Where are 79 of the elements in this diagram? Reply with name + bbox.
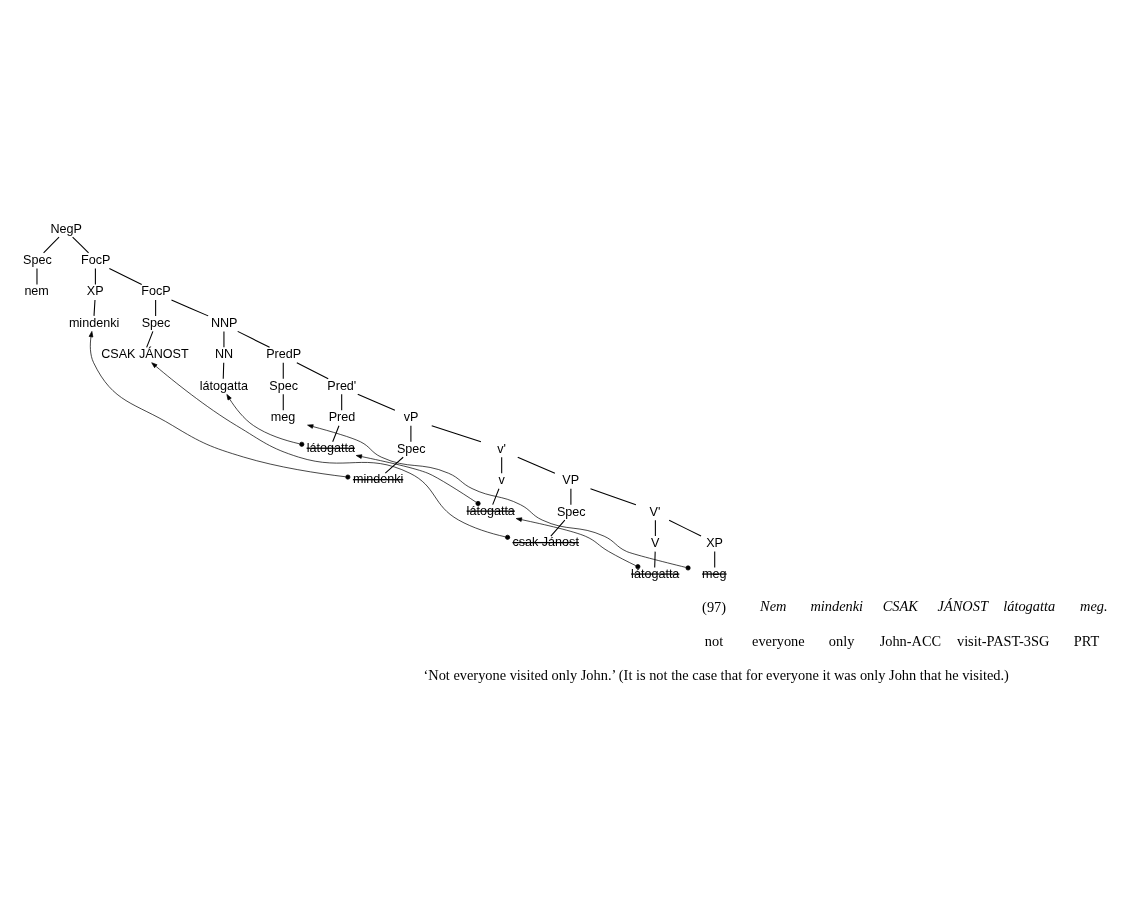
node-text: meg bbox=[270, 409, 296, 424]
connector bbox=[517, 456, 556, 474]
connector bbox=[357, 393, 396, 411]
node-text: NNP bbox=[210, 315, 238, 330]
label: not bbox=[704, 632, 724, 649]
node-text: XP bbox=[86, 283, 104, 298]
arrow bbox=[151, 361, 511, 540]
connector bbox=[93, 298, 96, 316]
connector bbox=[341, 393, 343, 411]
connector bbox=[654, 519, 656, 537]
arrow bbox=[307, 423, 691, 570]
connector bbox=[72, 235, 90, 253]
label: (97) bbox=[702, 598, 727, 615]
node-text: XP bbox=[706, 535, 723, 550]
label: everyone bbox=[752, 632, 805, 649]
connector bbox=[714, 550, 716, 568]
label: JÁNOST bbox=[937, 597, 988, 614]
label: CSAK bbox=[882, 597, 918, 614]
connector bbox=[654, 550, 656, 568]
node-text: látogatta bbox=[631, 566, 680, 581]
node-text: v' bbox=[497, 441, 506, 456]
node-text: nem bbox=[24, 283, 49, 298]
label: ‘Not everyone visited only John.’ (It is not the case that for everyone it was only John that he visited.) bbox=[423, 666, 1009, 683]
node-text: V bbox=[650, 535, 660, 550]
connector bbox=[501, 456, 503, 474]
label: meg. bbox=[1080, 597, 1108, 614]
node-text: Spec bbox=[396, 441, 426, 456]
connector bbox=[550, 519, 566, 537]
node-text: Spec bbox=[141, 315, 171, 330]
node-text: V' bbox=[649, 504, 661, 519]
connector bbox=[384, 456, 404, 474]
connector bbox=[282, 361, 284, 379]
connector bbox=[589, 487, 637, 505]
label: John-ACC bbox=[879, 632, 942, 649]
connector bbox=[146, 330, 154, 348]
label: visit-PAST-3SG bbox=[956, 632, 1050, 649]
node-text: Spec bbox=[269, 378, 298, 393]
connector bbox=[332, 424, 340, 442]
node-text: Pred' bbox=[327, 378, 357, 393]
node-text: NegP bbox=[50, 221, 82, 236]
label: látogatta bbox=[1003, 597, 1056, 614]
node-text: vP bbox=[403, 409, 419, 424]
label: only bbox=[828, 632, 855, 649]
node-text: PredP bbox=[266, 346, 302, 361]
arrow bbox=[88, 330, 351, 480]
node-text: Spec bbox=[556, 504, 586, 519]
label: mindenki bbox=[810, 597, 864, 614]
node-text: FocP bbox=[141, 283, 171, 298]
connector bbox=[296, 361, 329, 379]
node-text: Pred bbox=[328, 409, 356, 424]
node-text: látogatta bbox=[466, 503, 515, 518]
connector bbox=[94, 267, 96, 285]
arrow bbox=[355, 453, 481, 506]
connector bbox=[431, 424, 482, 442]
node-text: látogatta bbox=[306, 440, 355, 455]
node-text: FocP bbox=[81, 252, 111, 267]
node-text: v bbox=[498, 472, 505, 487]
connector bbox=[237, 330, 271, 348]
connector bbox=[170, 298, 209, 316]
node-text: NN bbox=[214, 346, 234, 361]
connector bbox=[43, 235, 60, 253]
node-text: mindenki bbox=[352, 471, 404, 486]
connector bbox=[108, 267, 143, 285]
node-text: Spec bbox=[23, 252, 52, 267]
label: PRT bbox=[1073, 632, 1100, 649]
arrow bbox=[515, 516, 641, 569]
connector bbox=[492, 487, 500, 505]
node-text: csak Jánost bbox=[512, 534, 579, 549]
label: Nem bbox=[760, 597, 787, 614]
connector bbox=[222, 361, 225, 379]
arrow bbox=[226, 393, 305, 447]
connector bbox=[282, 393, 284, 411]
node-text: látogatta bbox=[199, 378, 248, 393]
node-text: CSAK JÁNOST bbox=[101, 346, 189, 361]
connector bbox=[155, 298, 157, 316]
connector bbox=[668, 519, 702, 537]
node-text: mindenki bbox=[68, 315, 120, 330]
node-text: VP bbox=[562, 472, 580, 487]
node-text: meg bbox=[702, 566, 727, 581]
